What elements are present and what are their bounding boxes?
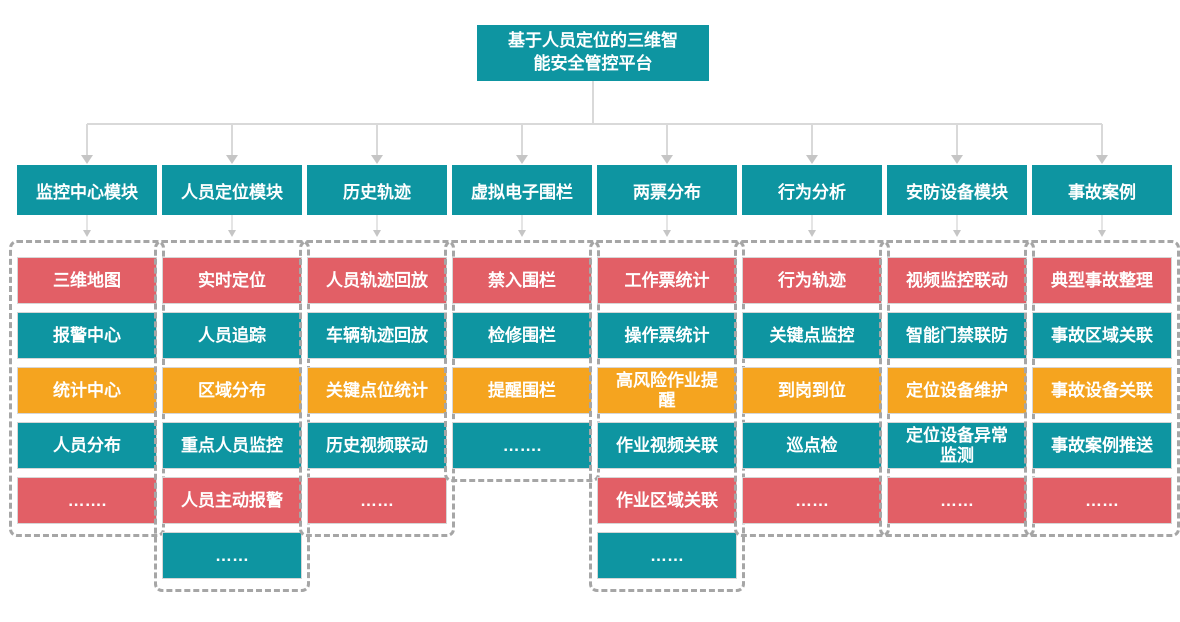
module-item: 事故设备关联 <box>1032 367 1172 414</box>
module-item: 三维地图 <box>17 257 157 304</box>
module-item: 作业视频关联 <box>597 422 737 469</box>
module-item: 到岗到位 <box>742 367 882 414</box>
module-item: 视频监控联动 <box>887 257 1027 304</box>
module-column: 监控中心模块 三维地图报警中心统计中心人员分布 ……. <box>9 165 165 537</box>
module-group-box: 人员轨迹回放车辆轨迹回放关键点位统计历史视频联动 …… <box>299 240 455 537</box>
module-column: 安防设备模块 视频监控联动智能门禁联防定位设备维护定位设备异常监测 …… <box>879 165 1035 537</box>
module-item: 检修围栏 <box>452 312 592 359</box>
module-group-box: 视频监控联动智能门禁联防定位设备维护定位设备异常监测 …… <box>879 240 1035 537</box>
module-item: 工作票统计 <box>597 257 737 304</box>
module-group-box: 实时定位人员追踪区域分布重点人员监控人员主动报警 …… <box>154 240 310 592</box>
module-item: 报警中心 <box>17 312 157 359</box>
module-item: 事故区域关联 <box>1032 312 1172 359</box>
module-item: 巡点检 <box>742 422 882 469</box>
module-header: 虚拟电子围栏 <box>452 165 592 215</box>
module-item: 事故案例推送 <box>1032 422 1172 469</box>
module-column: 两票分布 工作票统计操作票统计高风险作业提醒作业视频关联作业区域关联 …… <box>589 165 745 592</box>
module-group-box: 工作票统计操作票统计高风险作业提醒作业视频关联作业区域关联 …… <box>589 240 745 592</box>
module-column: 虚拟电子围栏 禁入围栏检修围栏提醒围栏 ……. <box>444 165 600 482</box>
module-item: ……. <box>17 477 157 524</box>
module-item: 重点人员监控 <box>162 422 302 469</box>
module-column: 行为分析 行为轨迹关键点监控到岗到位巡点检 …… <box>734 165 890 537</box>
module-item: 操作票统计 <box>597 312 737 359</box>
module-header: 人员定位模块 <box>162 165 302 215</box>
module-group-box: 典型事故整理事故区域关联事故设备关联事故案例推送 …… <box>1024 240 1180 537</box>
root-node-label: 基于人员定位的三维智能安全管控平台 <box>508 31 678 73</box>
module-item: …… <box>162 532 302 579</box>
module-item: 典型事故整理 <box>1032 257 1172 304</box>
module-item: …… <box>1032 477 1172 524</box>
module-item: …… <box>887 477 1027 524</box>
module-item: 区域分布 <box>162 367 302 414</box>
module-item: 作业区域关联 <box>597 477 737 524</box>
module-item: …… <box>597 532 737 579</box>
module-header: 行为分析 <box>742 165 882 215</box>
module-item: 历史视频联动 <box>307 422 447 469</box>
module-item: …… <box>307 477 447 524</box>
module-column: 历史轨迹 人员轨迹回放车辆轨迹回放关键点位统计历史视频联动 …… <box>299 165 455 537</box>
module-item: 关键点监控 <box>742 312 882 359</box>
module-column: 事故案例 典型事故整理事故区域关联事故设备关联事故案例推送 …… <box>1024 165 1180 537</box>
module-header: 两票分布 <box>597 165 737 215</box>
module-header: 历史轨迹 <box>307 165 447 215</box>
module-column: 人员定位模块 实时定位人员追踪区域分布重点人员监控人员主动报警 …… <box>154 165 310 592</box>
module-group-box: 行为轨迹关键点监控到岗到位巡点检 …… <box>734 240 890 537</box>
module-item: 定位设备维护 <box>887 367 1027 414</box>
module-header: 监控中心模块 <box>17 165 157 215</box>
module-item: …… <box>742 477 882 524</box>
module-item: 智能门禁联防 <box>887 312 1027 359</box>
module-item: 关键点位统计 <box>307 367 447 414</box>
module-item: 人员轨迹回放 <box>307 257 447 304</box>
module-item: ……. <box>452 422 592 469</box>
module-item: 统计中心 <box>17 367 157 414</box>
module-item: 人员分布 <box>17 422 157 469</box>
module-item: 定位设备异常监测 <box>887 422 1027 469</box>
module-header: 事故案例 <box>1032 165 1172 215</box>
module-item: 高风险作业提醒 <box>597 367 737 414</box>
module-item: 车辆轨迹回放 <box>307 312 447 359</box>
module-item: 人员主动报警 <box>162 477 302 524</box>
module-header: 安防设备模块 <box>887 165 1027 215</box>
module-item: 实时定位 <box>162 257 302 304</box>
module-group-box: 禁入围栏检修围栏提醒围栏 ……. <box>444 240 600 482</box>
module-item: 人员追踪 <box>162 312 302 359</box>
root-node: 基于人员定位的三维智能安全管控平台 <box>477 25 709 81</box>
module-item: 禁入围栏 <box>452 257 592 304</box>
module-item: 行为轨迹 <box>742 257 882 304</box>
module-item: 提醒围栏 <box>452 367 592 414</box>
module-group-box: 三维地图报警中心统计中心人员分布 ……. <box>9 240 165 537</box>
